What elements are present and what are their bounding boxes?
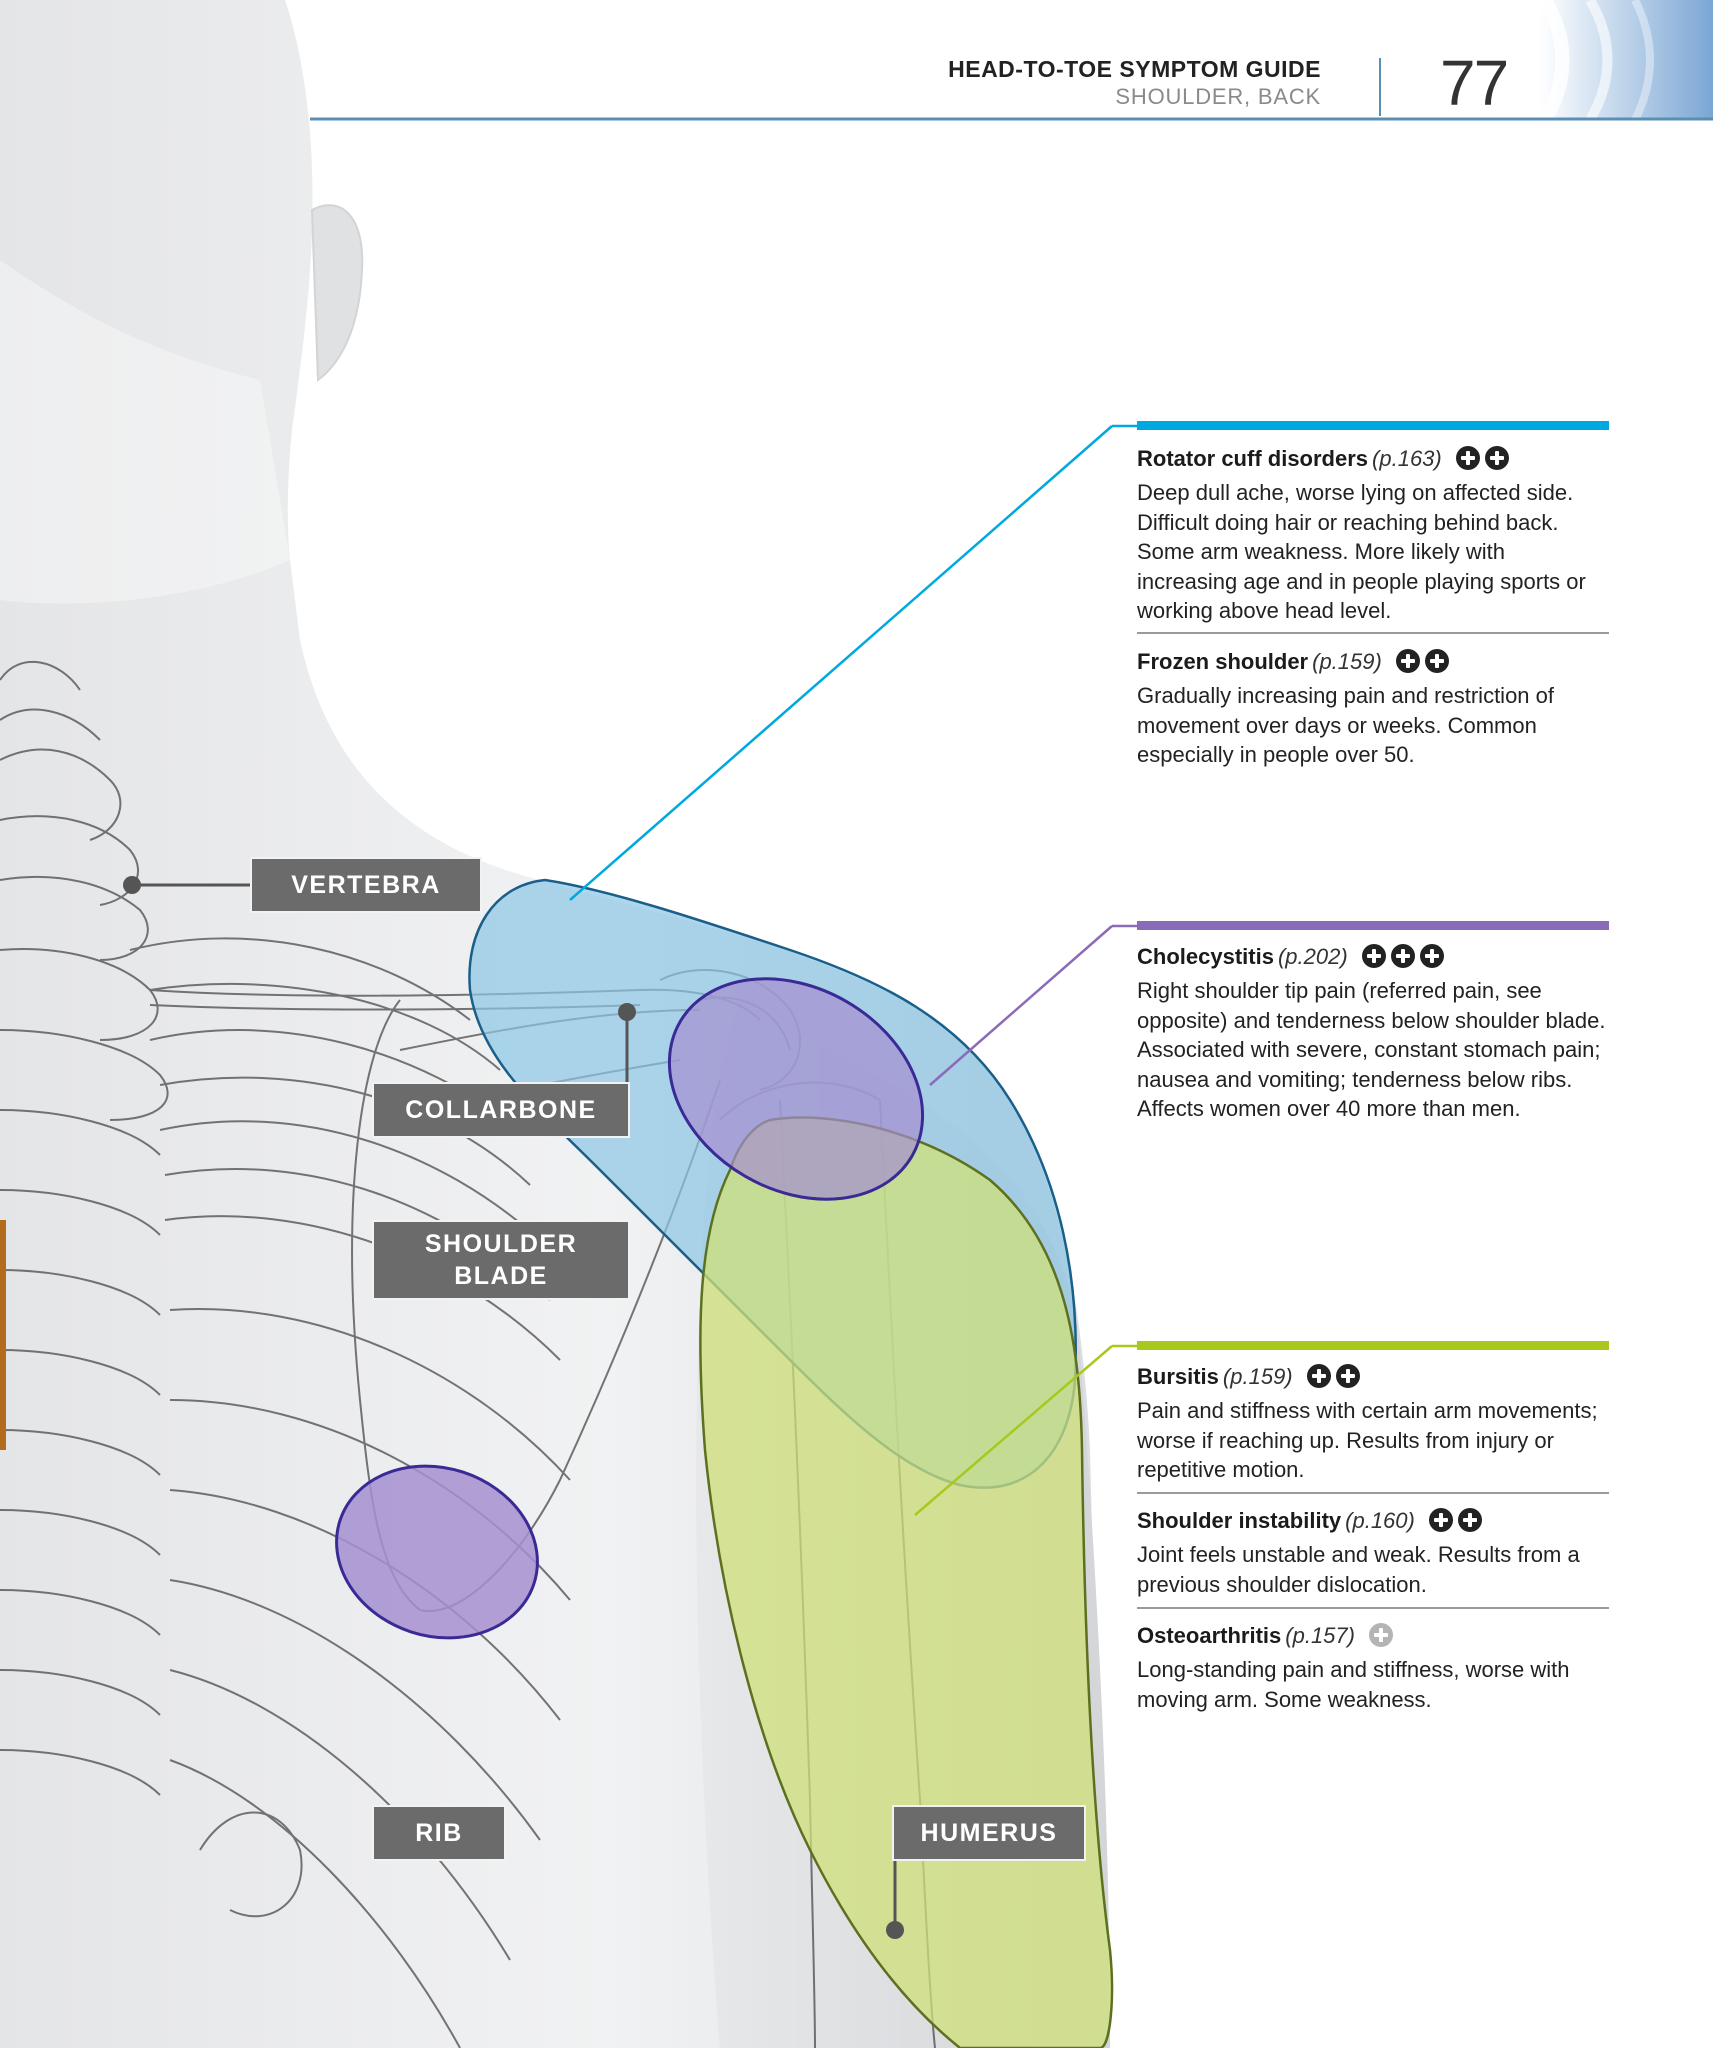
collarbone-label: COLLARBONE <box>372 1082 630 1138</box>
collarbone-pin-dot <box>618 1003 636 1021</box>
ear <box>310 204 364 382</box>
condition-shoulder-instability: Shoulder instability(p.160) Joint feels … <box>1137 1506 1607 1599</box>
rotator-cuff-color-bar <box>1137 421 1609 430</box>
condition-name: Osteoarthritis <box>1137 1623 1282 1648</box>
condition-name: Cholecystitis <box>1137 944 1274 969</box>
plus-circle-icon <box>1390 944 1415 968</box>
entry-separator <box>1137 632 1609 634</box>
plus-circle-icon <box>1419 944 1444 968</box>
header-arc <box>1631 0 1654 122</box>
page-reference[interactable]: (p.157) <box>1285 1623 1355 1648</box>
plus-circle-icon <box>1428 1508 1453 1532</box>
plus-circle-icon <box>1361 944 1386 968</box>
condition-frozen-shoulder: Frozen shoulder(p.159) Gradually increas… <box>1137 647 1607 770</box>
shoulder-blade-label: SHOULDER BLADE <box>372 1220 630 1300</box>
humerus-pin-dot <box>886 1921 904 1939</box>
plus-circle-icon <box>1484 446 1509 470</box>
condition-description: Long-standing pain and stiffness, worse … <box>1137 1657 1570 1712</box>
severity-icons <box>1306 1364 1365 1396</box>
header-arc <box>1538 0 1570 124</box>
plus-circle-icon <box>1369 1623 1394 1647</box>
condition-description: Joint feels unstable and weak. Results f… <box>1137 1542 1580 1597</box>
condition-name: Bursitis <box>1137 1364 1219 1389</box>
condition-rotator-cuff: Rotator cuff disorders(p.163) Deep dull … <box>1137 444 1607 626</box>
page-reference[interactable]: (p.159) <box>1312 649 1382 674</box>
severity-icons <box>1395 649 1454 681</box>
humerus-label: HUMERUS <box>892 1805 1086 1861</box>
bursitis-color-bar <box>1137 1341 1609 1350</box>
plus-circle-icon <box>1395 649 1420 673</box>
condition-osteoarthritis: Osteoarthritis(p.157) Long-standing pain… <box>1137 1621 1607 1714</box>
severity-icons <box>1369 1623 1398 1655</box>
plus-circle-icon <box>1335 1364 1360 1388</box>
rotator-leader <box>569 425 1113 901</box>
condition-bursitis: Bursitis(p.159) Pain and stiffness with … <box>1137 1362 1607 1485</box>
condition-description: Right shoulder tip pain (referred pain, … <box>1137 978 1606 1121</box>
plus-circle-icon <box>1455 446 1480 470</box>
entry-separator <box>1137 1492 1609 1494</box>
page-reference[interactable]: (p.159) <box>1222 1364 1293 1389</box>
condition-description: Pain and stiffness with certain arm move… <box>1137 1398 1598 1482</box>
plus-circle-icon <box>1457 1508 1482 1532</box>
entry-separator <box>1137 1607 1609 1609</box>
plus-circle-icon <box>1424 649 1449 673</box>
spine-accent <box>0 1220 6 1450</box>
page-number: 77 <box>1440 47 1509 119</box>
vertebra-pin-dot <box>123 876 141 894</box>
condition-name: Frozen shoulder <box>1137 649 1309 674</box>
neck-shadow <box>0 260 290 604</box>
label-pins <box>123 876 904 1939</box>
severity-icons <box>1361 944 1449 976</box>
header-arc <box>1585 0 1613 123</box>
leader-lines <box>569 424 1137 1516</box>
rib-label: RIB <box>372 1805 506 1861</box>
plus-circle-icon <box>1306 1364 1331 1388</box>
condition-cholecystitis: Cholecystitis(p.202) Right shoulder tip … <box>1137 942 1607 1124</box>
bursitis-leader <box>914 1345 1113 1516</box>
page-reference[interactable]: (p.160) <box>1345 1508 1415 1533</box>
cholecystitis-color-bar <box>1137 921 1609 930</box>
vertebra-label: VERTEBRA <box>250 857 482 913</box>
cholecystitis-zone-back <box>335 1464 539 1640</box>
condition-description: Gradually increasing pain and restrictio… <box>1137 683 1555 767</box>
cholecystitis-zone-shoulder <box>667 977 925 1201</box>
condition-description: Deep dull ache, worse lying on affected … <box>1137 480 1586 623</box>
condition-name: Shoulder instability <box>1137 1508 1342 1533</box>
section-title: HEAD-TO-TOE SYMPTOM GUIDE <box>948 56 1321 82</box>
cholecystitis-leader <box>929 925 1113 1086</box>
page-reference[interactable]: (p.202) <box>1277 944 1348 969</box>
severity-icons <box>1428 1508 1487 1540</box>
condition-name: Rotator cuff disorders <box>1137 446 1369 471</box>
severity-icons <box>1455 446 1514 478</box>
page-reference[interactable]: (p.163) <box>1372 446 1442 471</box>
section-subtitle: SHOULDER, BACK <box>1115 84 1321 109</box>
